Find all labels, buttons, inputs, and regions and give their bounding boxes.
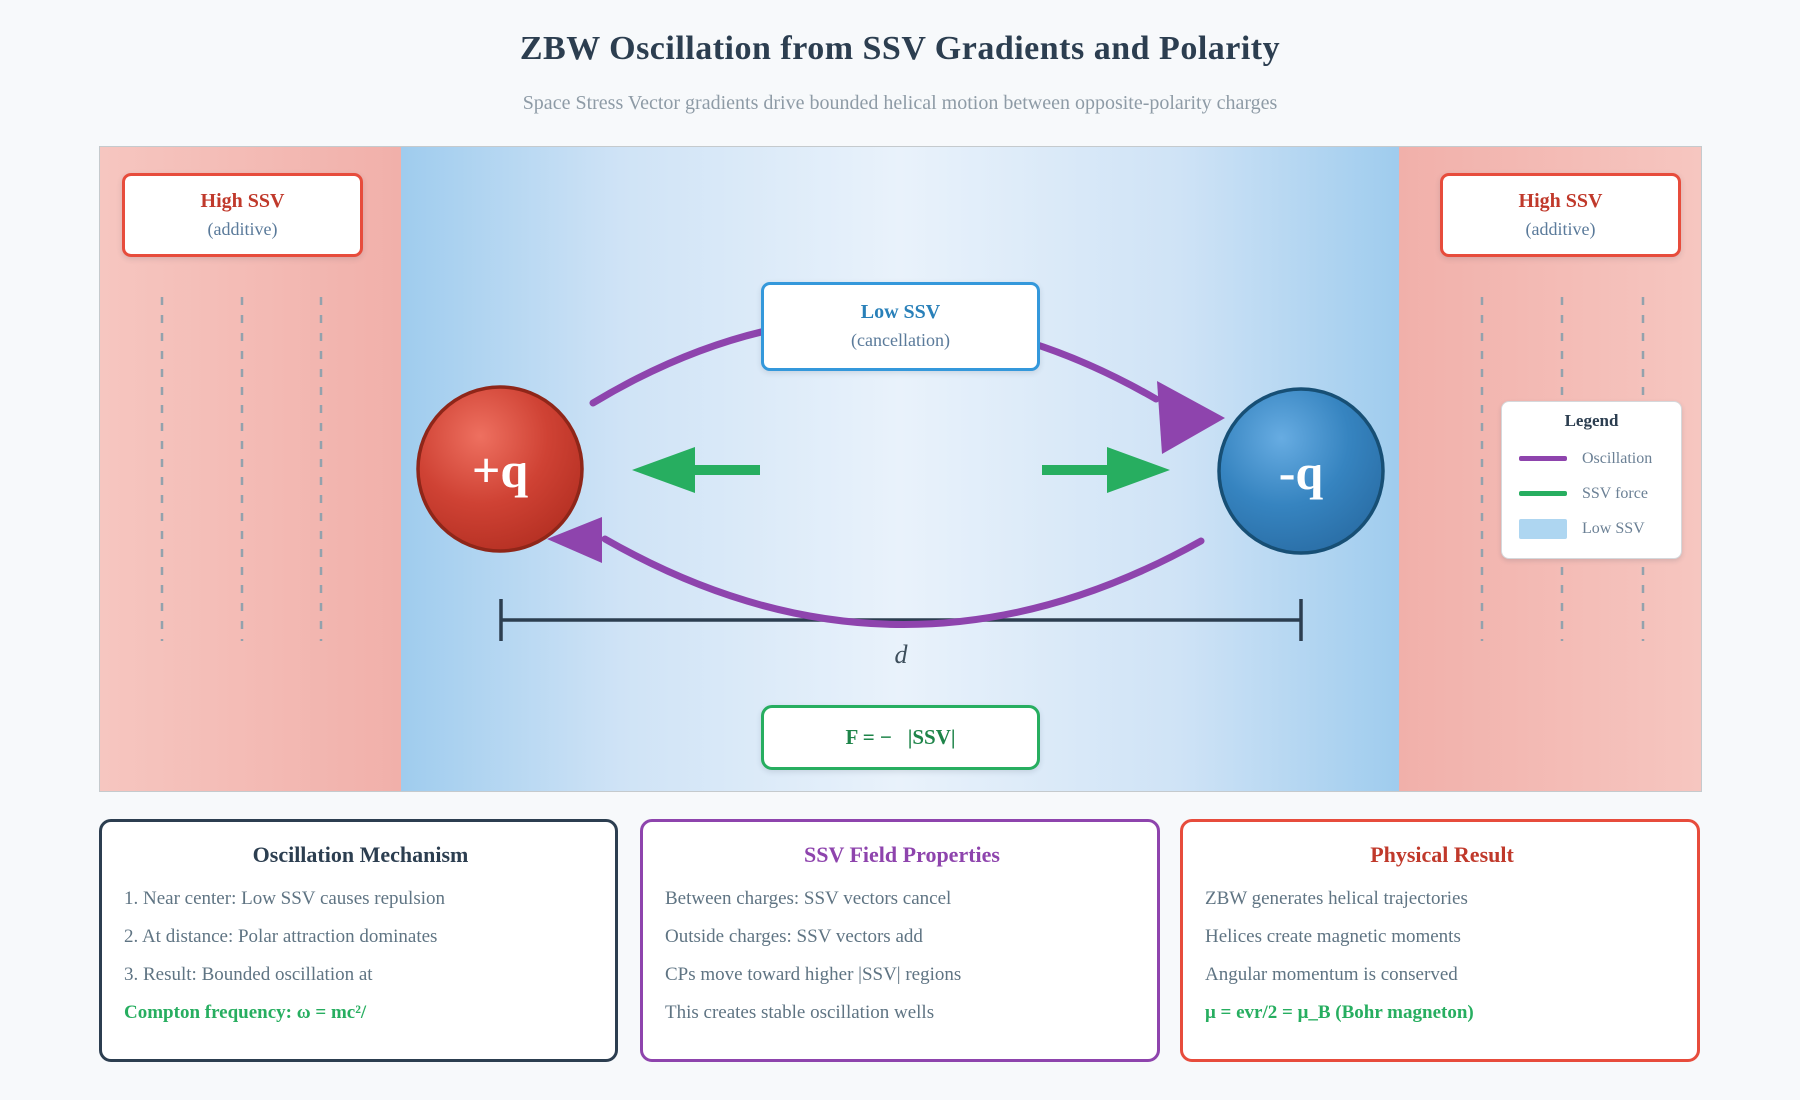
panel-item: Helices create magnetic moments xyxy=(1205,926,1461,947)
panel-item: 2. At distance: Polar attraction dominat… xyxy=(124,926,438,947)
formula-box: F = − |SSV| xyxy=(761,705,1040,770)
low-ssv-swatch-key xyxy=(1519,518,1567,539)
panel-title: Physical Result xyxy=(1370,842,1514,867)
ssv-force-arrow-left xyxy=(632,447,760,493)
high-ssv-right-box: High SSV (additive) xyxy=(1440,173,1681,257)
panel-item: Between charges: SSV vectors cancel xyxy=(665,888,952,909)
legend-item: Low SSV xyxy=(1502,511,1681,546)
field-lines-right xyxy=(1480,297,1645,641)
legend-item: Oscillation xyxy=(1502,441,1681,476)
legend-item: SSV force xyxy=(1502,476,1681,511)
low-ssv-box: Low SSV (cancellation) xyxy=(761,282,1040,371)
ssv-force-arrow-right xyxy=(1042,447,1170,493)
high-ssv-left-box: High SSV (additive) xyxy=(122,173,363,257)
high-ssv-left-title: High SSV xyxy=(200,190,285,212)
legend-title: Legend xyxy=(1564,411,1619,430)
panel-title: SSV Field Properties xyxy=(804,842,1000,867)
high-ssv-left-note: (additive) xyxy=(207,219,278,239)
low-ssv-title: Low SSV xyxy=(860,301,941,323)
panel-title: Oscillation Mechanism xyxy=(252,842,469,867)
negative-charge: -q xyxy=(1217,387,1385,555)
page-title: ZBW Oscillation from SSV Gradients and P… xyxy=(519,30,1281,67)
legend: Legend Oscillation SSV force Low SSV xyxy=(1501,401,1682,559)
panel-item: 1. Near center: Low SSV causes repulsion xyxy=(124,888,445,909)
panel-highlight: μ = evr/2 = μ_B (Bohr magneton) xyxy=(1205,1002,1474,1023)
panel-item: Outside charges: SSV vectors add xyxy=(665,926,923,947)
high-ssv-right-title: High SSV xyxy=(1518,190,1603,212)
distance-measure xyxy=(499,599,1303,641)
positive-charge: +q xyxy=(416,385,584,553)
positive-charge-label: +q xyxy=(472,442,528,498)
panel-oscillation-mechanism: Oscillation Mechanism 1. Near center: Lo… xyxy=(99,819,618,1062)
legend-label: Low SSV xyxy=(1582,519,1645,537)
ssv-force-line-key xyxy=(1519,491,1567,496)
distance-label: d xyxy=(895,640,909,669)
panel-highlight: Compton frequency: ω = mc²/ xyxy=(124,1002,367,1023)
panel-item: This creates stable oscillation wells xyxy=(665,1002,935,1023)
diagram-overlay: d +q -q xyxy=(160,297,1645,669)
low-ssv-note: (cancellation) xyxy=(851,330,950,350)
legend-label: SSV force xyxy=(1582,484,1648,502)
panel-item: Angular momentum is conserved xyxy=(1205,964,1458,985)
panel-item: 3. Result: Bounded oscillation at xyxy=(124,964,373,985)
high-ssv-right-note: (additive) xyxy=(1525,219,1596,239)
panel-physical-result: Physical Result ZBW generates helical tr… xyxy=(1180,819,1700,1062)
formula-text: F = − |SSV| xyxy=(845,725,956,749)
panel-item: ZBW generates helical trajectories xyxy=(1205,888,1468,909)
diagram-stage: d +q -q High SSV (addi xyxy=(99,146,1702,792)
oscillation-path-bottom xyxy=(547,517,1205,628)
page-subtitle: Space Stress Vector gradients drive boun… xyxy=(522,92,1278,114)
panel-ssv-field-properties: SSV Field Properties Between charges: SS… xyxy=(640,819,1160,1062)
oscillation-line-key xyxy=(1519,456,1567,461)
field-lines-left xyxy=(160,297,323,641)
legend-label: Oscillation xyxy=(1582,449,1653,467)
negative-charge-label: -q xyxy=(1279,444,1324,500)
panel-item: CPs move toward higher |SSV| regions xyxy=(665,964,962,985)
